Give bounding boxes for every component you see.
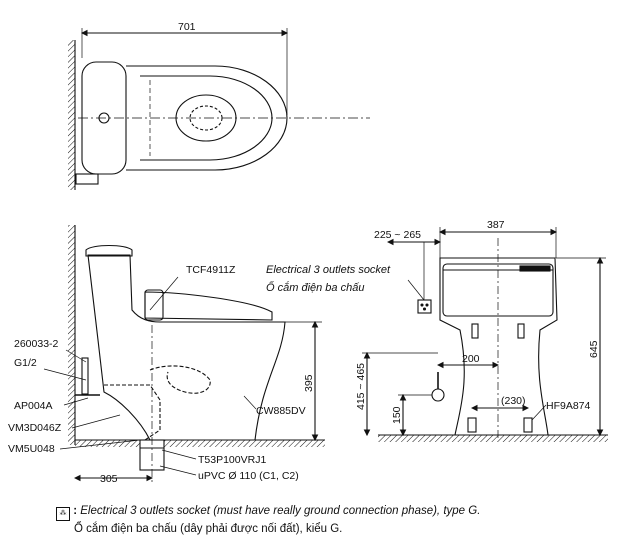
socket-callout-line2: Ổ cắm điện ba chấu <box>266 281 364 294</box>
footer-note-line1-row: ⁂ : Electrical 3 outlets socket (must ha… <box>56 503 480 521</box>
dim-side-gap: 225 ~ 265 <box>374 229 421 241</box>
dim-rough-in: 305 <box>100 473 118 485</box>
leader-flange <box>59 439 141 450</box>
dim-front-height: 645 <box>588 340 600 358</box>
side-toilet-body <box>87 254 286 441</box>
side-wall <box>68 225 75 445</box>
label-valve-part1: 260033-2 <box>14 338 59 350</box>
dim-front-width: 387 <box>487 219 505 231</box>
dim-outlet-height: 415 ~ 465 <box>355 363 367 410</box>
socket-symbol-icon: ⁂ <box>56 507 70 521</box>
leader-hose <box>63 397 89 406</box>
footer-note-colon: : <box>73 505 78 517</box>
front-bolt-left <box>471 323 479 339</box>
label-drain-pipe: uPVC Ø 110 (C1, C2) <box>198 470 299 482</box>
footer-note-line2: Ổ cắm điện ba chấu (dây phải được nối đấ… <box>74 523 343 535</box>
side-trap <box>149 365 211 394</box>
side-seat-hinge <box>144 289 164 321</box>
dim-supply-offset: 200 <box>462 353 480 365</box>
footer-note: ⁂ : Electrical 3 outlets socket (must ha… <box>56 503 480 538</box>
front-view <box>362 227 608 442</box>
top-valve <box>75 173 99 185</box>
front-flange-left <box>467 417 477 433</box>
front-socket-pin3 <box>422 307 427 311</box>
leader-valve2 <box>43 368 87 381</box>
leader-valve1 <box>65 349 87 363</box>
side-view <box>43 225 325 482</box>
leader-front-bracket <box>531 404 547 421</box>
dim-supply-height: 150 <box>391 406 403 424</box>
label-valve-part2: G1/2 <box>14 357 37 369</box>
front-bolt-right <box>517 323 525 339</box>
front-socket <box>417 299 432 314</box>
side-tank-lid <box>85 244 133 257</box>
leader-body <box>243 395 257 410</box>
label-seat: TCF4911Z <box>186 264 236 276</box>
side-seat <box>144 291 273 321</box>
dim-flange-spacing: (230) <box>501 395 526 407</box>
top-wall <box>68 40 75 190</box>
top-seat-outline <box>126 65 288 171</box>
dim-top-width: 701 <box>178 21 196 33</box>
label-adapter: VM3D046Z <box>8 422 62 434</box>
label-supply-hose: AP004A <box>14 400 53 412</box>
leader-seat <box>149 276 179 311</box>
label-drain-part: T53P100VRJ1 <box>198 454 266 466</box>
front-floor <box>378 435 608 442</box>
dim-seat-height: 395 <box>303 374 315 392</box>
front-socket-pin2 <box>425 303 429 307</box>
label-body: CW885DV <box>256 405 306 417</box>
side-floor <box>75 440 325 447</box>
side-supply-hose <box>81 357 89 395</box>
top-view <box>68 28 370 190</box>
leader-adapter <box>71 414 121 429</box>
leader-drain-part <box>161 449 197 460</box>
front-control-panel <box>519 265 551 272</box>
front-flange-right <box>523 417 533 433</box>
leader-socket <box>407 279 425 301</box>
front-tank <box>442 263 554 317</box>
side-trap-outlet <box>104 384 161 441</box>
label-flange: VM5U048 <box>8 443 55 455</box>
label-front-bracket: HF9A874 <box>546 400 591 412</box>
socket-callout-line1: Electrical 3 outlets socket <box>266 264 391 276</box>
front-toilet-body <box>439 257 558 436</box>
footer-note-line1: Electrical 3 outlets socket (must have r… <box>80 505 481 517</box>
leader-drain-pipe <box>159 465 197 476</box>
front-supply-valve <box>431 388 445 402</box>
front-socket-pin1 <box>420 303 424 307</box>
